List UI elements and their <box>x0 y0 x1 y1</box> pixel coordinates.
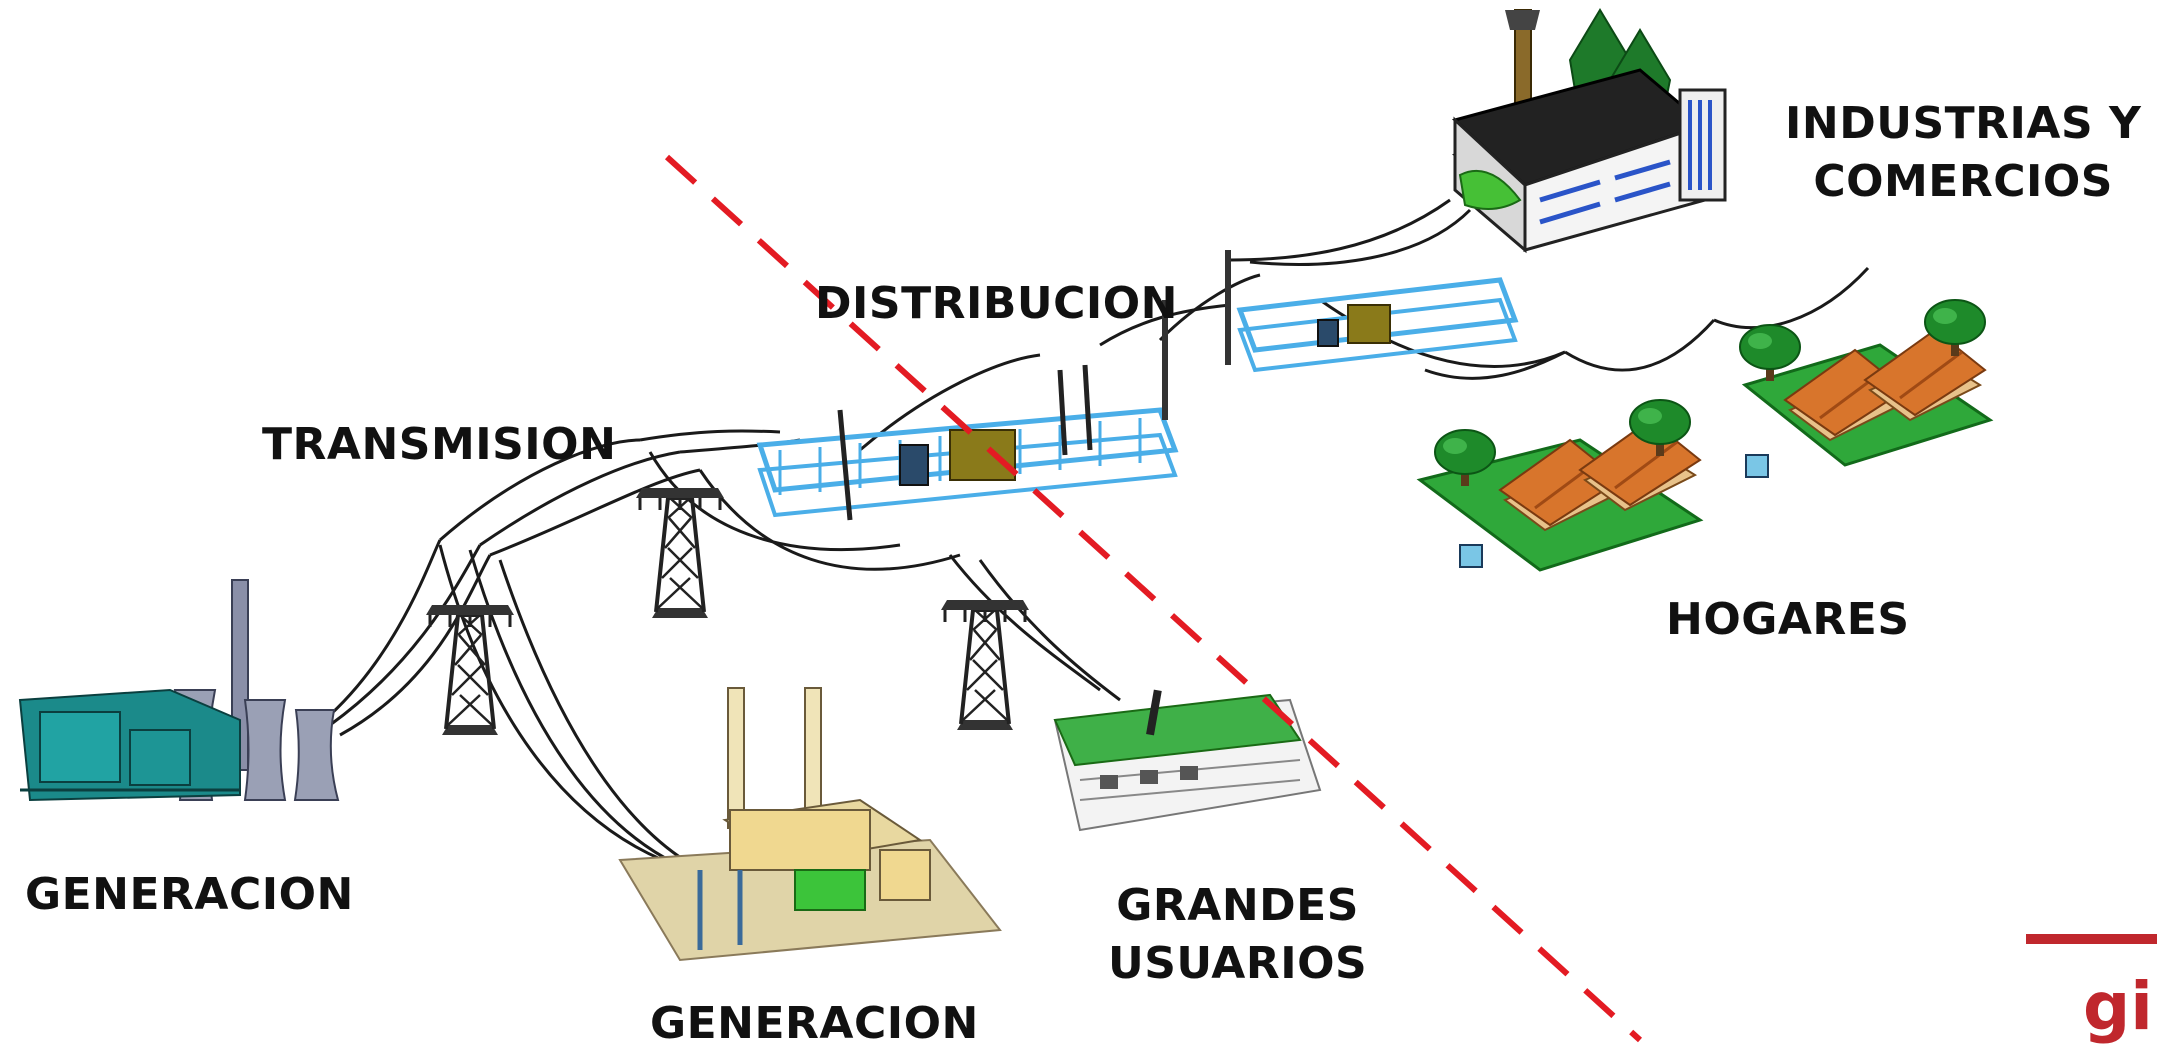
factory-icon <box>1451 8 1727 254</box>
transmission-tower-icon <box>939 598 1031 732</box>
label-industries-line1: INDUSTRIAS Y <box>1785 98 2142 149</box>
brand-bar <box>2026 934 2157 944</box>
substation-icon <box>756 364 1179 521</box>
label-generation-left: GENERACION <box>25 869 354 920</box>
meter-icon <box>1745 454 1769 478</box>
label-transmission: TRANSMISION <box>262 419 617 470</box>
label-generation-bottom: GENERACION <box>650 998 979 1049</box>
label-homes: HOGARES <box>1666 594 1910 645</box>
meter-icon <box>1459 544 1483 568</box>
power-lines <box>328 198 1870 887</box>
boundary-dashed-line <box>664 154 1643 1043</box>
house-icon <box>1416 418 1704 572</box>
label-large-users: GRANDES USUARIOS <box>1108 877 1367 993</box>
power-plant-icon <box>618 687 1002 962</box>
power-plant-icon <box>18 579 340 802</box>
label-large-users-line1: GRANDES <box>1116 880 1359 931</box>
house-icon <box>1741 328 1994 467</box>
industrial-building-icon <box>1053 689 1322 832</box>
transmission-tower-icon <box>424 603 516 737</box>
utility-pole-icon <box>1162 250 1231 420</box>
substation-icon <box>1236 277 1519 373</box>
label-large-users-line2: USUARIOS <box>1108 938 1368 989</box>
brand-logo-text: gi <box>2083 968 2153 1045</box>
label-industries-commerce: INDUSTRIAS Y COMERCIOS <box>1785 95 2141 211</box>
transmission-tower-icon <box>634 486 726 620</box>
label-industries-line2: COMERCIOS <box>1813 156 2113 207</box>
label-distribution: DISTRIBUCION <box>815 278 1179 329</box>
